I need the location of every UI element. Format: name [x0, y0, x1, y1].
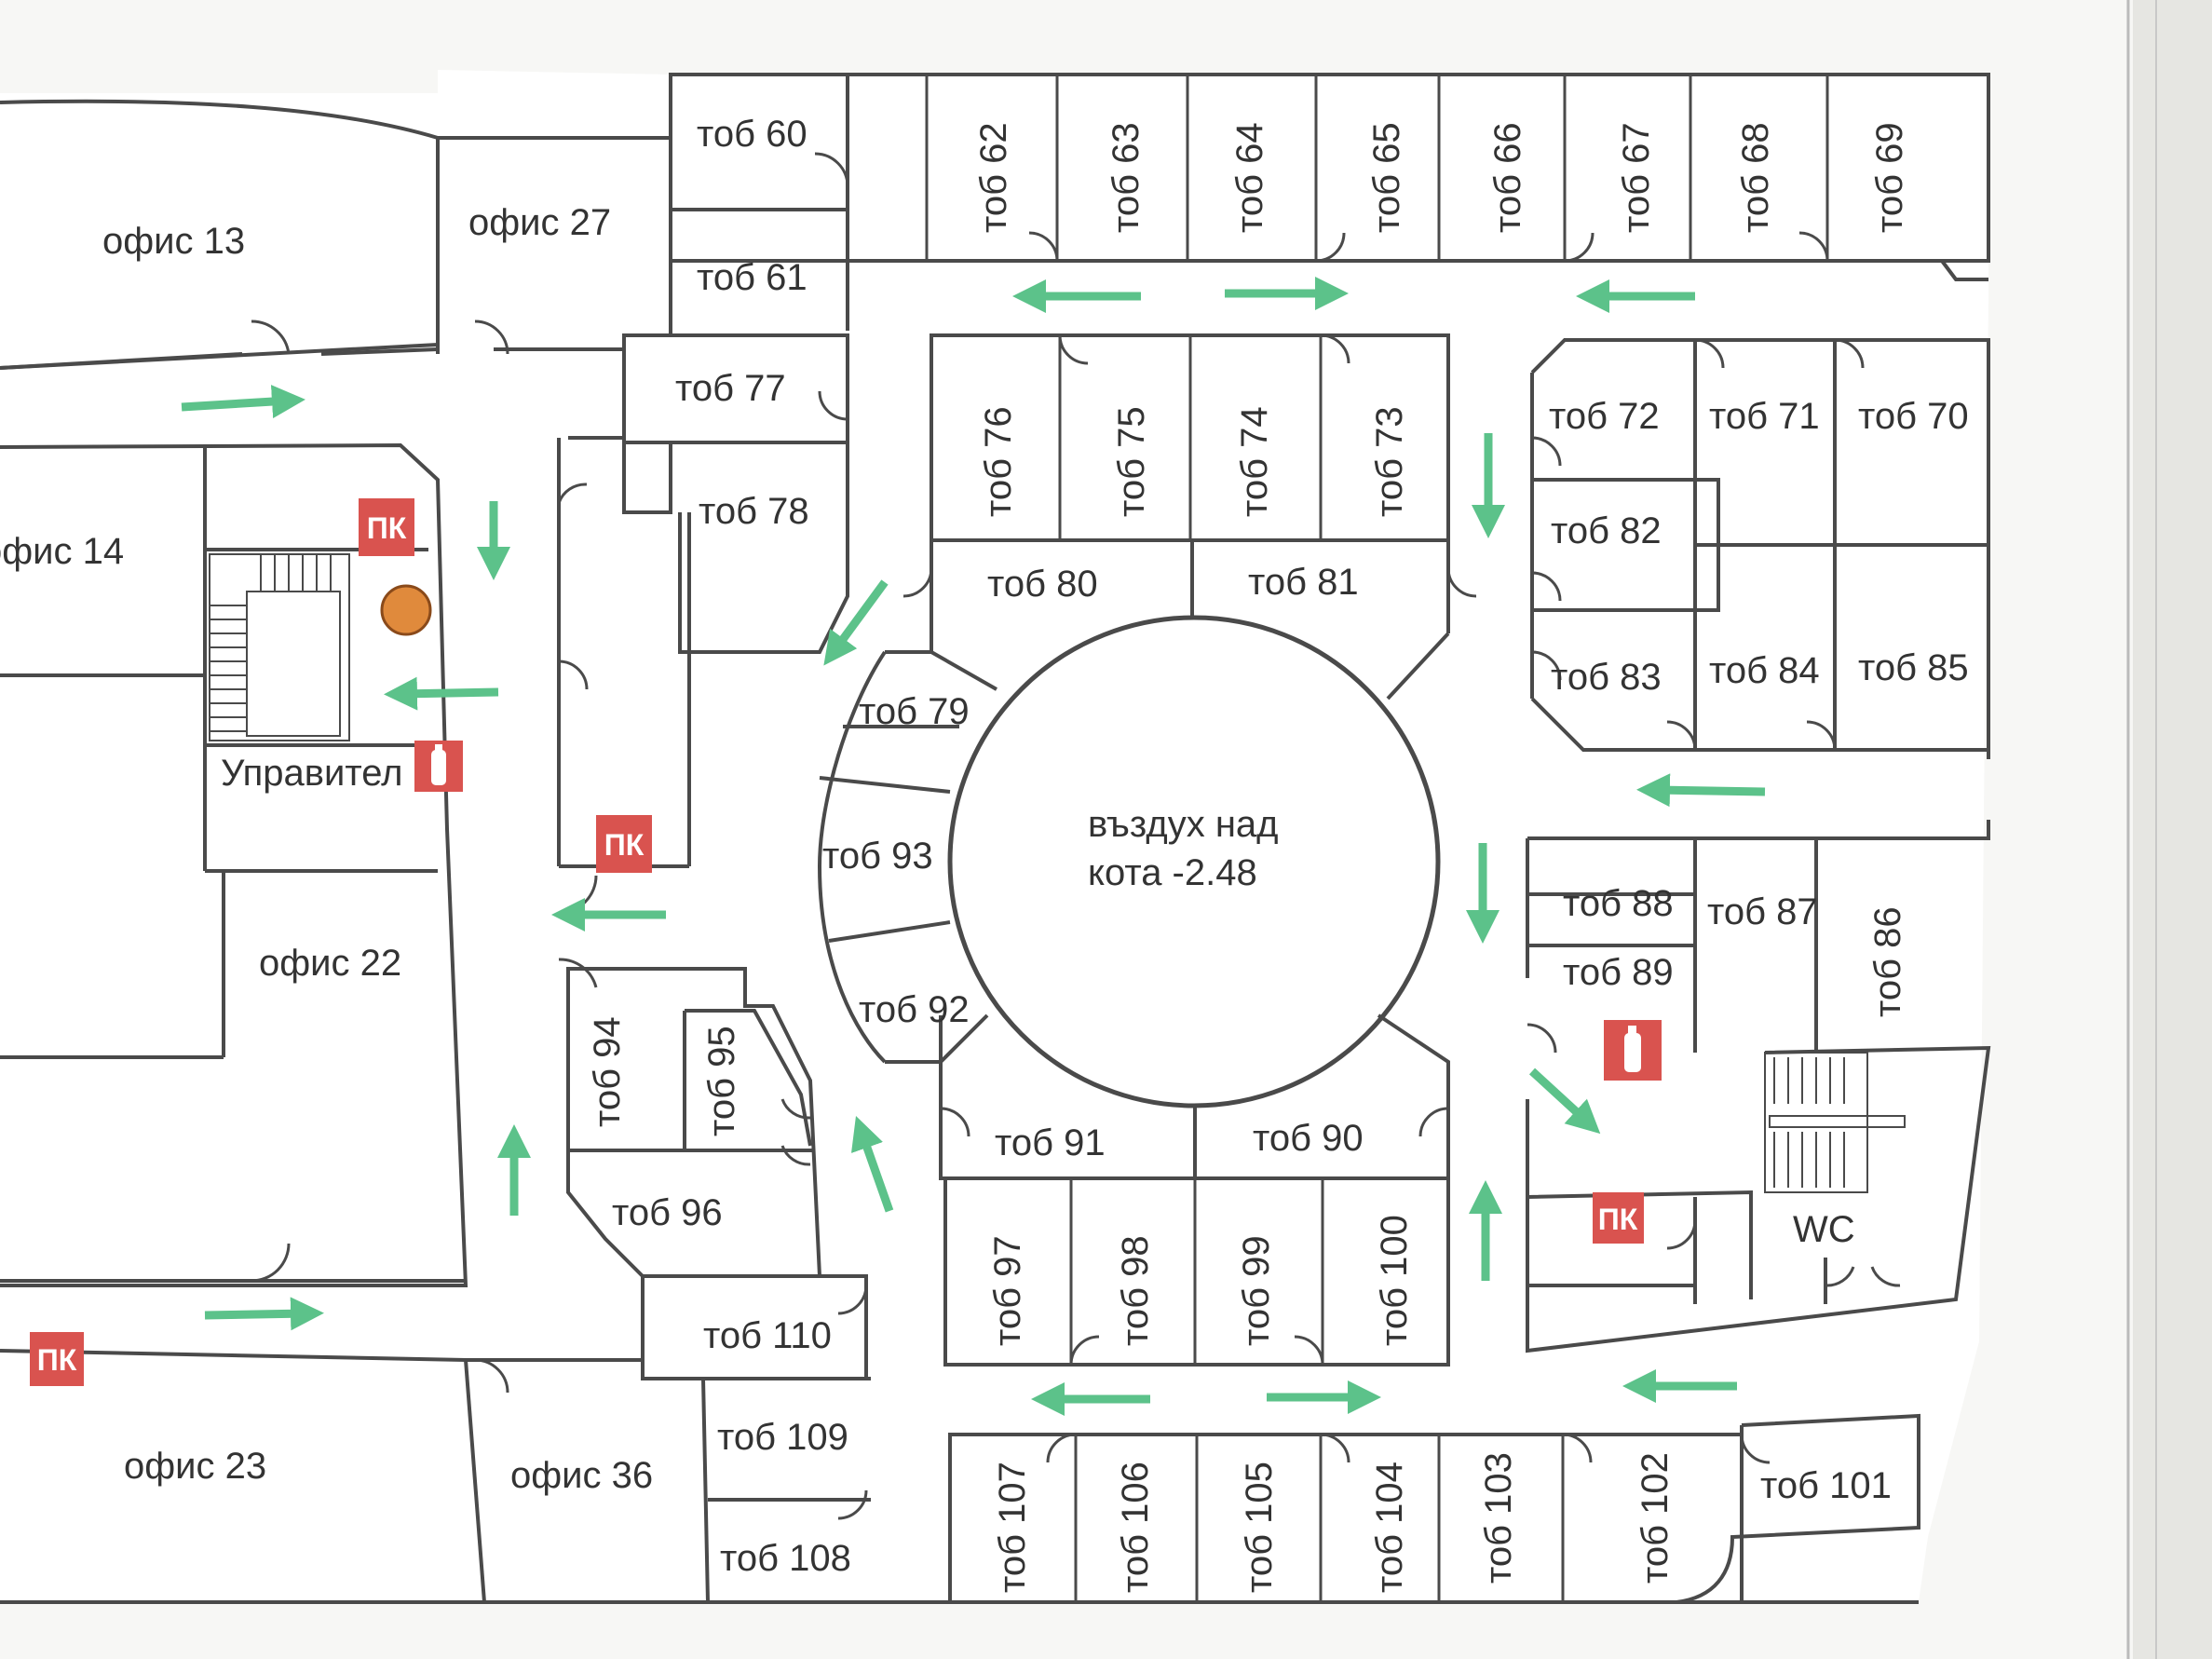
room-tob109: тоб 109 — [717, 1417, 848, 1458]
fire-extinguisher-icon — [414, 741, 463, 792]
room-tob75: тоб 75 — [1111, 406, 1152, 517]
room-tob91: тоб 91 — [995, 1122, 1106, 1163]
room-tob95: тоб 95 — [701, 1026, 742, 1136]
arrow-left — [1636, 773, 1766, 808]
room-tob89: тоб 89 — [1563, 952, 1674, 993]
room-tob103: тоб 103 — [1478, 1452, 1519, 1584]
atrium-label-line2: кота -2.48 — [1088, 852, 1257, 893]
room-tob108: тоб 108 — [720, 1538, 851, 1579]
arrow-left — [384, 676, 499, 711]
room-tob93: тоб 93 — [822, 836, 933, 877]
room-tob77: тоб 77 — [675, 368, 786, 409]
room-tob99: тоб 99 — [1236, 1235, 1277, 1346]
room-ofis23: офис 23 — [124, 1446, 266, 1487]
room-tob64: тоб 64 — [1229, 122, 1270, 233]
room-tob83: тоб 83 — [1551, 657, 1662, 698]
room-tob61: тоб 61 — [697, 257, 807, 298]
room-labels: офис 13 офис 27 офис 14 офис 22 офис 23 … — [0, 114, 1969, 1593]
room-tob87: тоб 87 — [1707, 891, 1818, 932]
hydrant-sign: ПК — [359, 498, 414, 556]
right-block — [1526, 338, 1991, 1604]
svg-text:ПК: ПК — [604, 828, 645, 862]
room-tob102: тоб 102 — [1635, 1452, 1676, 1584]
room-tob79: тоб 79 — [859, 691, 970, 732]
svg-text:ПК: ПК — [1598, 1203, 1638, 1236]
arrow-right — [204, 1297, 324, 1331]
fire-extinguisher-icon — [1604, 1020, 1662, 1081]
room-tob70: тоб 70 — [1858, 396, 1969, 437]
evacuation-arrows — [181, 277, 1766, 1416]
room-tob98: тоб 98 — [1115, 1235, 1156, 1346]
room-tob66: тоб 66 — [1487, 122, 1528, 233]
room-tob110: тоб 110 — [703, 1315, 832, 1356]
room-tob107: тоб 107 — [992, 1462, 1033, 1593]
room-tob94: тоб 94 — [587, 1016, 628, 1127]
room-tob85: тоб 85 — [1858, 647, 1969, 688]
room-tob60: тоб 60 — [697, 114, 807, 155]
left-center — [566, 967, 1744, 1604]
stairs-left — [209, 553, 350, 741]
room-tob84: тоб 84 — [1709, 650, 1820, 691]
svg-text:ПК: ПК — [37, 1343, 77, 1377]
room-tob71: тоб 71 — [1709, 396, 1820, 437]
room-tob76: тоб 76 — [978, 406, 1019, 517]
room-tob72: тоб 72 — [1549, 396, 1660, 437]
hydrants: ПК ПК ПК ПК — [30, 498, 1662, 1386]
room-tob65: тоб 65 — [1366, 122, 1407, 233]
center — [817, 333, 1450, 1367]
room-tob74: тоб 74 — [1234, 406, 1275, 517]
room-tob80: тоб 80 — [987, 564, 1098, 605]
room-tob96: тоб 96 — [612, 1192, 723, 1233]
hydrant-sign: ПК — [30, 1332, 84, 1386]
room-tob68: тоб 68 — [1735, 122, 1776, 233]
room-ofis13: офис 13 — [102, 221, 245, 262]
room-tob106: тоб 106 — [1115, 1462, 1156, 1593]
room-tob100: тоб 100 — [1374, 1215, 1415, 1346]
room-tob81: тоб 81 — [1248, 562, 1359, 603]
room-ofis14: офис 14 — [0, 531, 124, 572]
room-tob90: тоб 90 — [1253, 1118, 1364, 1159]
arrow-down-right — [1528, 1067, 1601, 1135]
arrow-up-left — [851, 1116, 894, 1213]
room-tob67: тоб 67 — [1616, 122, 1657, 233]
room-tob62: тоб 62 — [973, 122, 1014, 233]
room-tob97: тоб 97 — [987, 1235, 1028, 1346]
room-tob86: тоб 86 — [1867, 906, 1908, 1017]
room-tob82: тоб 82 — [1551, 510, 1662, 551]
room-tob105: тоб 105 — [1239, 1462, 1280, 1593]
room-tob104: тоб 104 — [1369, 1462, 1410, 1593]
room-tob78: тоб 78 — [699, 491, 809, 532]
room-ofis22: офис 22 — [259, 943, 401, 984]
room-tob88: тоб 88 — [1563, 883, 1674, 924]
marker-dot — [380, 584, 432, 636]
doors — [251, 152, 1901, 1520]
stairs-right — [1764, 1052, 1906, 1193]
top-row — [557, 73, 1990, 868]
room-ofis27: офис 27 — [468, 202, 611, 243]
atrium-label-line1: въздух над — [1088, 804, 1279, 845]
hydrant-sign: ПК — [596, 815, 652, 873]
arrow-down-left — [823, 579, 889, 666]
paper-edge — [2133, 0, 2212, 1659]
room-tob73: тоб 73 — [1369, 406, 1410, 517]
room-wc: WC — [1793, 1209, 1855, 1250]
room-tob92: тоб 92 — [859, 989, 970, 1030]
svg-text:ПК: ПК — [367, 511, 407, 545]
room-ofis36: офис 36 — [510, 1455, 653, 1496]
room-tob101: тоб 101 — [1760, 1465, 1892, 1506]
arrow-right — [181, 385, 305, 419]
hydrant-sign: ПК — [1593, 1192, 1644, 1244]
room-upravitel: Управител — [221, 753, 403, 794]
room-tob69: тоб 69 — [1869, 122, 1910, 233]
room-tob63: тоб 63 — [1106, 122, 1147, 233]
